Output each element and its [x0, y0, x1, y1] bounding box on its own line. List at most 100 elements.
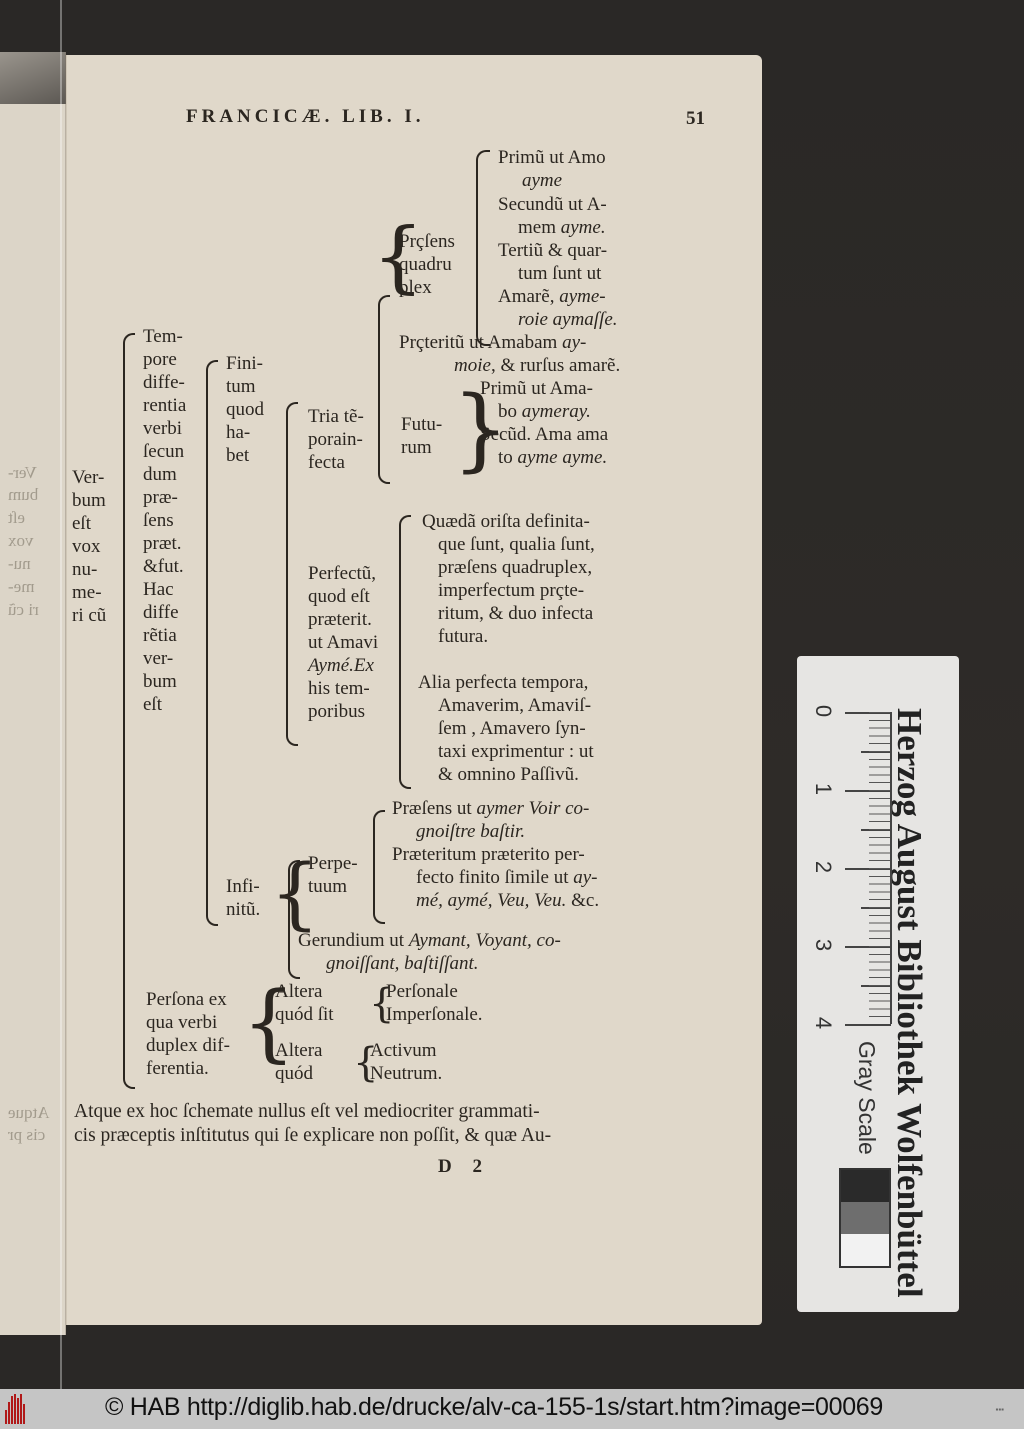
ruler-number: 0 [811, 704, 837, 718]
ruler-tick [845, 790, 891, 792]
tree-node-tempore: eſt [143, 694, 162, 715]
tree-node-perfectum: Aymé.Ex [308, 655, 374, 676]
tree-node-tria: porain- [308, 429, 363, 450]
bracket-infinitum-items [288, 860, 300, 979]
ghost-text: cis pr [8, 1125, 46, 1144]
tree-node-tempore: ver- [143, 648, 174, 669]
tree-leaf: gnoiſtre baſtir. [416, 821, 526, 842]
tree-node-infinitum: Infi- [226, 876, 260, 897]
tree-node-tempore: præt. [143, 533, 182, 554]
ghost-text: me- [8, 577, 35, 596]
tree-node-finitum: ha- [226, 422, 251, 443]
ghost-text: Ver- [8, 463, 37, 482]
tree-node-perfectum: præterit. [308, 609, 372, 630]
tree-node-praesens: plex [399, 277, 432, 298]
tree-node-futurum: Futu- [401, 414, 443, 435]
tree-node-altera: quód ſit [275, 1004, 334, 1025]
footer-bar: © HAB http://diglib.hab.de/drucke/alv-ca… [0, 1389, 1024, 1429]
tree-leaf: Amarẽ, ayme- [498, 286, 606, 307]
bracket-perpetuum-items [373, 810, 385, 924]
gutter-line [65, 52, 66, 1335]
body-text-line: Atque ex hoc ſchemate nullus eſt vel med… [74, 1101, 540, 1122]
tree-node-tempore: ſecun [143, 441, 185, 462]
tree-root: vox [72, 536, 101, 557]
tree-node-tempore: diffe [143, 602, 179, 623]
ruler-tick [845, 946, 891, 948]
ghost-text: vox [8, 531, 34, 550]
running-head: FRANCICÆ. LIB. I. [186, 106, 425, 127]
ruler-tick [845, 1024, 891, 1026]
tree-node-futurum: rum [401, 437, 432, 458]
tree-node-tria: fecta [308, 452, 345, 473]
tree-node-tempore: ſens [143, 510, 174, 531]
tree-node-tempore: diffe- [143, 372, 185, 393]
tree-leaf: Activum [370, 1040, 437, 1061]
ghost-text: ri cũ [8, 600, 39, 619]
ruler-number: 3 [811, 938, 837, 952]
tree-node-tria: Tria tẽ- [308, 406, 364, 427]
tree-node-tempore: rẽtia [143, 625, 177, 646]
gutter-line [60, 0, 62, 1389]
tree-node-altera: Altera [275, 1040, 323, 1061]
tree-leaf: taxi exprimentur : ut [438, 741, 594, 762]
tree-node-tempore: verbi [143, 418, 183, 439]
bracket-perfectum-items [399, 515, 411, 789]
tree-node-perfectum: quod eſt [308, 586, 370, 607]
tree-root: me- [72, 582, 102, 603]
ruler-number: 4 [811, 1016, 837, 1030]
bracket-finitum-items [286, 402, 298, 746]
ghost-text: eſt [8, 508, 25, 527]
scale-ruler: Herzog August Bibliothek Wolfenbüttel 0 … [797, 656, 959, 1312]
tree-node-tempore: pore [143, 349, 177, 370]
tree-node-finitum: tum [226, 376, 256, 397]
brace-left: { [372, 212, 425, 303]
tree-node-infinitum: nitũ. [226, 899, 261, 920]
tree-root: ri cũ [72, 605, 107, 626]
tree-node-finitum: bet [226, 445, 250, 466]
tree-node-altera: Altera [275, 981, 323, 1002]
tree-leaf: tum ſunt ut [518, 263, 602, 284]
footer-marker: ▪▪▪ [995, 1405, 1004, 1414]
tree-leaf: Primũ ut Amo [498, 147, 606, 168]
tree-node-tempore: dum [143, 464, 177, 485]
tree-leaf: ſem , Amavero ſyn- [438, 718, 586, 739]
tree-node-tempore: rentia [143, 395, 187, 416]
bracket-tempore-items [206, 360, 218, 926]
tree-leaf: to ayme ayme. [498, 447, 608, 468]
tree-leaf: moie, & rurſus amarẽ. [454, 355, 621, 376]
brace-left: { [369, 981, 395, 1027]
tree-leaf: mé, aymé, Veu, Veu. &c. [416, 890, 600, 911]
tree-leaf: Secundũ ut A- [498, 194, 607, 215]
tree-root: bum [72, 490, 106, 511]
ruler-number: 2 [811, 860, 837, 874]
tree-node-tempore: Hac [143, 579, 174, 600]
copyright-url: © HAB http://diglib.hab.de/drucke/alv-ca… [105, 1393, 884, 1421]
tree-leaf: Amaverim, Amaviſ- [438, 695, 592, 716]
tree-leaf: Prçteritũ ut Amabam ay- [399, 332, 587, 353]
tree-node-perfectum: poribus [308, 701, 365, 722]
tree-leaf: bo aymeray. [498, 401, 591, 422]
bracket-tria-tempora [378, 295, 390, 484]
tree-node-perfectum: his tem- [308, 678, 370, 699]
tree-root: Ver- [72, 467, 105, 488]
previous-leaf-edge: Ver- bum eſt vox nu- me- ri cũ Atque cis… [0, 52, 66, 1335]
printed-page: FRANCICÆ. LIB. I. 51 { Prçſens quadru pl… [66, 55, 762, 1325]
tree-root: nu- [72, 559, 98, 580]
tree-node-tempore: præ- [143, 487, 178, 508]
tree-node-perfectum: ut Amavi [308, 632, 379, 653]
page-corner-shadow [0, 52, 66, 104]
tree-node-finitum: quod [226, 399, 264, 420]
tree-leaf: Præſens ut aymer Voir co- [392, 798, 590, 819]
tree-leaf: Gerundium ut Aymant, Voyant, co- [298, 930, 561, 951]
tree-leaf: ayme [522, 170, 563, 191]
tree-leaf: & omnino Paſſivũ. [438, 764, 579, 785]
tree-leaf: Primũ ut Ama- [480, 378, 593, 399]
ruler-tick [845, 868, 891, 870]
tree-node-persona: qua verbi [146, 1012, 218, 1033]
tree-leaf: Imperſonale. [386, 1004, 483, 1025]
gray-scale-swatch [839, 1168, 891, 1268]
tree-node-tempore: &fut. [143, 556, 184, 577]
tree-leaf: Neutrum. [370, 1063, 443, 1084]
signature-mark: D 2 [438, 1156, 490, 1177]
ruler-minor-ticks [869, 712, 891, 1024]
